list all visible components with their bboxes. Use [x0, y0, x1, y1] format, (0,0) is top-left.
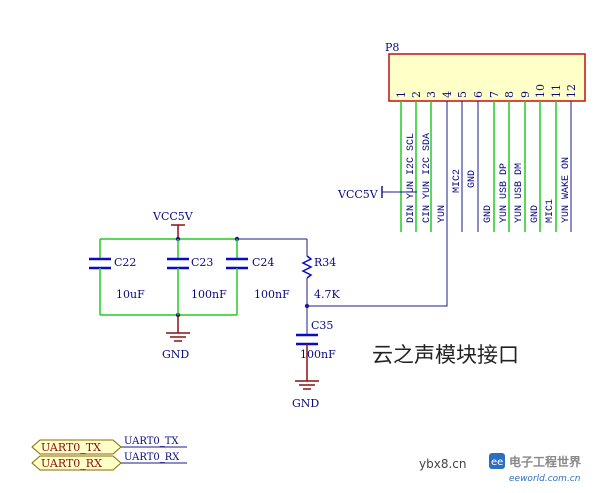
uart0-tx-net: UART0_TX [124, 436, 179, 447]
gnd-label-left: GND [162, 348, 189, 361]
pin-number: 12 [565, 84, 578, 98]
net-label: GND [483, 205, 494, 223]
pin-number: 10 [534, 84, 547, 98]
r34-value: 4.7K [314, 288, 340, 301]
net-label: YUN WAKE ON [561, 157, 572, 223]
net-label: YUN [437, 205, 448, 223]
vcc-label-left: VCC5V [152, 210, 194, 223]
net-label: YUN USB DP [499, 163, 510, 223]
connector-pin-wires [400, 101, 572, 232]
pin-number: 5 [456, 91, 469, 98]
net-label: GND [467, 170, 478, 188]
pin-number: 6 [472, 91, 485, 98]
net-label: GND [530, 205, 541, 223]
c24-ref: C24 [252, 256, 274, 269]
c23-value: 100nF [191, 288, 227, 301]
uart0-tx-port-label: UART0_TX [41, 441, 101, 454]
c24-value: 100nF [254, 288, 290, 301]
net-label: CIN YUN I2C SDA [422, 133, 433, 223]
pin-number: 1 [395, 91, 408, 98]
connector-body[interactable] [388, 53, 586, 102]
c35-value: 100nF [300, 348, 336, 361]
uart0-rx-net: UART0_RX [124, 452, 180, 463]
svg-text:ee: ee [491, 457, 503, 468]
resistor-r34[interactable] [301, 255, 313, 279]
watermark-site: ybx8.cn [419, 457, 466, 471]
watermark-logo-url: eeworld.com.cn [509, 474, 581, 484]
uart0-rx-port-label: UART0_RX [41, 457, 102, 470]
gnd-symbol-left [166, 315, 190, 342]
c35-ref: C35 [311, 319, 333, 332]
c22-ref: C22 [114, 256, 136, 269]
gnd-symbol-bottom [295, 344, 319, 390]
c22-value: 10uF [116, 288, 145, 301]
pin-number: 9 [519, 91, 532, 98]
capacitor-c23[interactable] [167, 239, 189, 315]
gnd-label-bottom: GND [292, 397, 319, 410]
pin-number: 4 [441, 91, 454, 98]
watermark-logo-text: 电子工程世界 [509, 454, 581, 469]
r34-ref: R34 [314, 256, 336, 269]
module-title: 云之声模块接口 [372, 343, 519, 367]
net-label: DIN YUN I2C SCL [406, 133, 417, 223]
vcc-label-right: VCC5V [337, 188, 379, 201]
pin-number: 11 [550, 84, 563, 98]
pin-number: 7 [488, 91, 501, 98]
net-label: MIC1 [545, 199, 556, 223]
mic2-wire [307, 101, 448, 307]
capacitor-c22[interactable] [89, 239, 111, 315]
pin-number: 3 [425, 91, 438, 98]
capacitor-c24[interactable] [226, 239, 248, 315]
c23-ref: C23 [191, 256, 213, 269]
capacitor-c35[interactable] [296, 333, 318, 346]
net-label: MIC2 [452, 169, 463, 193]
pin-number: 8 [503, 91, 516, 98]
net-label: YUN USB DM [514, 163, 525, 223]
connector-ref: P8 [385, 41, 399, 54]
eeworld-logo: ee 电子工程世界 eeworld.com.cn [489, 453, 581, 484]
pin-number: 2 [410, 91, 423, 98]
